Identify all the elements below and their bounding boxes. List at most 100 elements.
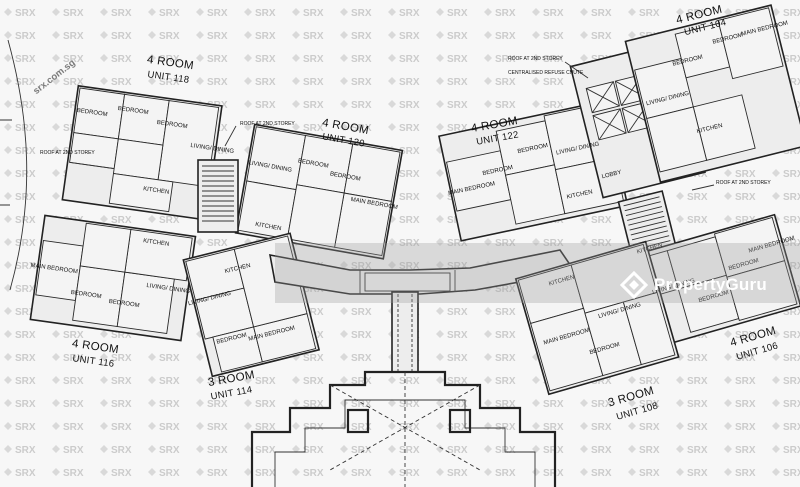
srx-watermark-text: SRX [495,399,516,410]
srx-watermark-icon [628,445,636,453]
srx-watermark-text: SRX [351,54,372,65]
srx-watermark-icon [196,468,204,476]
srx-watermark-text: SRX [111,77,132,88]
srx-watermark-text: SRX [351,8,372,19]
srx-watermark-text: SRX [207,376,228,387]
srx-watermark-text: SRX [399,261,420,272]
srx-watermark-text: SRX [15,215,36,226]
srx-watermark-text: SRX [639,468,660,479]
lobby-label: LOBBY [601,170,622,181]
srx-watermark-icon [340,422,348,430]
srx-watermark-icon [4,123,12,131]
unit-116-number: UNIT 116 [72,353,115,370]
srx-watermark-text: SRX [15,31,36,42]
srx-watermark-icon [292,31,300,39]
srx-watermark-text: SRX [783,31,800,42]
propertyguru-icon [620,271,648,299]
srx-watermark-icon [436,422,444,430]
room-label: KITCHEN [143,186,170,196]
srx-watermark-text: SRX [495,353,516,364]
srx-watermark-icon [484,330,492,338]
srx-watermark-icon [244,54,252,62]
unit-116-plan [29,214,197,342]
srx-watermark-icon [196,399,204,407]
srx-watermark-text: SRX [207,54,228,65]
srx-watermark-icon [148,353,156,361]
site-boundary-ticks [0,119,12,206]
srx-watermark-text: SRX [207,422,228,433]
srx-watermark-icon [436,376,444,384]
srx-watermark-icon [772,468,780,476]
srx-watermark-icon [4,399,12,407]
srx-watermark-text: SRX [591,445,612,456]
srx-watermark-icon [52,422,60,430]
srx-watermark-icon [724,8,732,16]
srx-watermark-text: SRX [111,31,132,42]
srx-watermark-icon [244,100,252,108]
srx-watermark-icon [724,169,732,177]
srx-watermark-icon [484,445,492,453]
srx-watermark-text: SRX [351,307,372,318]
srx-watermark-icon [292,399,300,407]
srx-watermark-icon [100,422,108,430]
srx-watermark-text: SRX [399,146,420,157]
srx-watermark-text: SRX [63,54,84,65]
srx-watermark-icon [340,261,348,269]
srx-watermark-text: SRX [159,31,180,42]
srx-watermark-text: SRX [351,330,372,341]
srx-watermark-icon [292,468,300,476]
srx-watermark-icon [580,445,588,453]
srx-watermark-text: SRX [15,261,36,272]
srx-watermark-text: SRX [351,123,372,134]
srx-watermark-text: SRX [63,445,84,456]
srx-watermark-icon [772,330,780,338]
srx-watermark-text: SRX [159,54,180,65]
srx-watermark-icon [52,169,60,177]
srx-watermark-text: SRX [207,468,228,479]
srx-watermark-text: SRX [591,399,612,410]
stair-tread [623,196,660,207]
srx-watermark-icon [340,330,348,338]
srx-watermark-text: SRX [207,146,228,157]
srx-watermark-icon [4,422,12,430]
roof-note: ROOF AT 2ND STOREY [508,56,563,62]
srx-watermark-icon [532,54,540,62]
srx-watermark-icon [532,100,540,108]
srx-watermark-icon [532,399,540,407]
srx-watermark-icon [532,31,540,39]
srx-watermark-text: SRX [543,468,564,479]
srx-watermark-text: SRX [351,100,372,111]
srx-watermark-icon [628,376,636,384]
srx-watermark-text: SRX [447,8,468,19]
srx-watermark-icon [340,468,348,476]
srx-watermark-icon [676,376,684,384]
srx-watermark-icon [196,238,204,246]
srx-watermark-text: SRX [543,8,564,19]
srx-watermark-icon [340,445,348,453]
srx-watermark-text: SRX [399,192,420,203]
srx-watermark-icon [724,399,732,407]
srx-watermark-text: SRX [495,422,516,433]
srx-watermark-text: SRX [783,330,800,341]
srx-watermark-icon [52,31,60,39]
srx-watermark-icon [52,192,60,200]
srx-watermark-text: SRX [351,376,372,387]
srx-watermark-text: SRX [159,445,180,456]
srx-watermark-icon [724,353,732,361]
srx-watermark-text: SRX [543,31,564,42]
srx-watermark-text: SRX [783,54,800,65]
srx-watermark-text: SRX [255,54,276,65]
srx-watermark-text: SRX [399,169,420,180]
srx-watermark-text: SRX [15,77,36,88]
srx-watermark-icon [52,399,60,407]
srx-watermark-text: SRX [351,468,372,479]
room-label: BEDROOM [117,106,149,116]
room-label: BEDROOM [108,299,140,309]
srx-watermark-icon [388,399,396,407]
srx-watermark-icon [580,468,588,476]
srx-watermark-icon [4,215,12,223]
srx-watermark-icon [4,192,12,200]
srx-watermark-text: SRX [111,445,132,456]
srx-watermark-icon [340,31,348,39]
srx-watermark-text: SRX [303,307,324,318]
